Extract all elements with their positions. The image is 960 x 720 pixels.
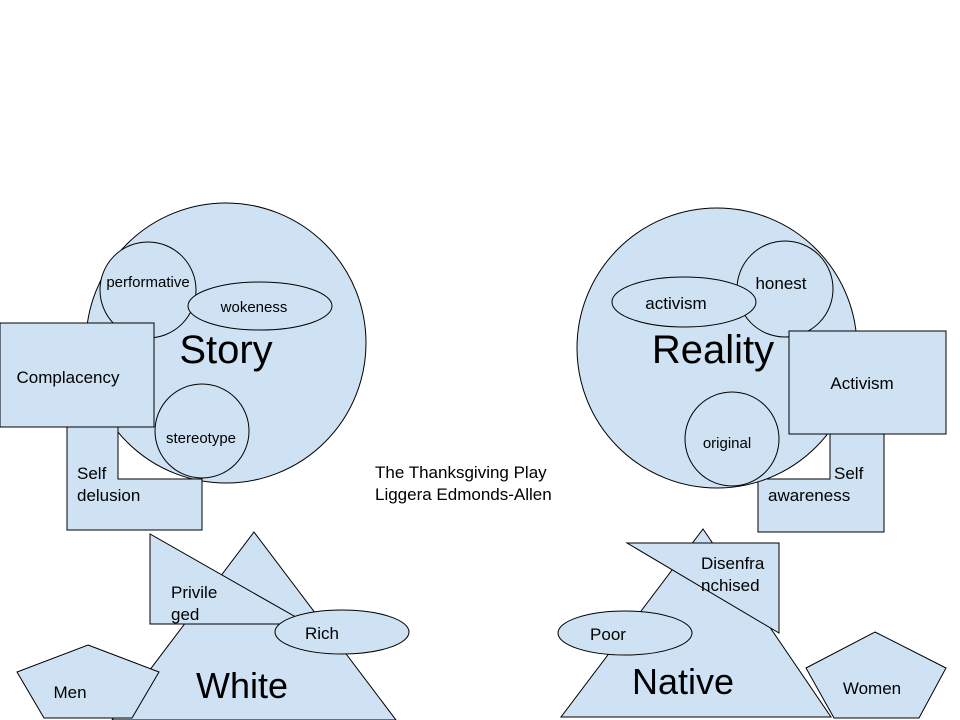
- stereotype-label: stereotype: [166, 430, 236, 447]
- disenfranchised-label-line1: Disenfra: [701, 554, 765, 573]
- story-label: Story: [179, 328, 272, 372]
- stereotype-circle: [154, 383, 250, 479]
- reality-label: Reality: [652, 328, 774, 372]
- privileged-triangle: [149, 533, 310, 625]
- white-label: White: [196, 665, 288, 706]
- women-pentagon: [805, 631, 947, 719]
- activism-box: [788, 330, 947, 435]
- rich-label: Rich: [305, 624, 339, 643]
- honest-label: honest: [755, 274, 806, 293]
- caption-author: Liggera Edmonds-Allen: [375, 485, 552, 504]
- wokeness-label: wokeness: [220, 299, 288, 316]
- poor-oval: [557, 610, 693, 656]
- self-awareness-label-line2: awareness: [768, 486, 850, 505]
- activism-box-label: Activism: [830, 374, 893, 393]
- privileged-label-line1: Privile: [171, 583, 217, 602]
- men-label: Men: [53, 683, 86, 702]
- caption: The Thanksgiving Play Liggera Edmonds-Al…: [375, 463, 552, 504]
- caption-title: The Thanksgiving Play: [375, 463, 547, 482]
- self-awareness-label-line1: Self: [834, 464, 864, 483]
- activism-oval-label: activism: [645, 294, 706, 313]
- complacency-label: Complacency: [17, 368, 120, 387]
- disenfranchised-label-line2: nchised: [701, 576, 760, 595]
- men-pentagon: [16, 644, 160, 719]
- reality-cluster: Reality honest activism Activism origina…: [557, 207, 947, 719]
- rich-oval: [274, 609, 410, 655]
- privileged-label-line2: ged: [171, 605, 199, 624]
- women-label: Women: [843, 679, 901, 698]
- native-label: Native: [632, 661, 734, 702]
- complacency-box: [0, 322, 155, 428]
- story-cluster: Story performative wokeness Complacency …: [0, 202, 410, 720]
- performative-label: performative: [106, 274, 189, 291]
- activism-oval: [611, 276, 757, 328]
- disenfranchised-triangle: [625, 542, 780, 634]
- self-delusion-label-line1: Self: [77, 464, 107, 483]
- self-delusion-label-line2: delusion: [77, 486, 140, 505]
- wokeness-oval: [187, 281, 333, 331]
- original-circle: [684, 391, 780, 487]
- poor-label: Poor: [590, 625, 626, 644]
- original-label: original: [703, 435, 751, 452]
